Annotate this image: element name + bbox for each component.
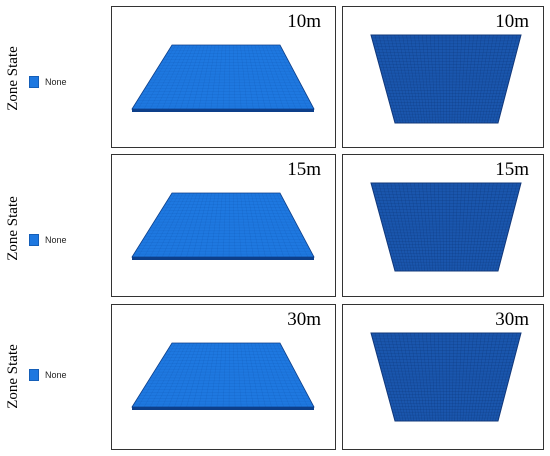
- mesh-grid: [133, 192, 313, 258]
- mesh-grid: [133, 342, 313, 408]
- slab-surface: [370, 34, 522, 124]
- legend-swatch: [29, 76, 39, 88]
- mesh-slab-row3-left: [131, 342, 315, 410]
- mesh-slab-row1-right: [370, 34, 522, 124]
- row-1-legend: None: [29, 76, 67, 88]
- depth-label-row1-right: 10m: [495, 11, 529, 32]
- zone-state-label: Zone State: [4, 343, 21, 409]
- legend-label: None: [45, 370, 67, 380]
- mesh-slab-row2-left: [131, 192, 315, 260]
- slab-surface: [370, 332, 522, 422]
- mesh-grid: [371, 182, 521, 272]
- row-1-ylabel: Zone State: [0, 6, 26, 150]
- legend-label: None: [45, 77, 67, 87]
- mesh-slab-row2-right: [370, 182, 522, 272]
- legend-swatch: [29, 234, 39, 246]
- zone-state-label: Zone State: [4, 195, 21, 261]
- zone-state-label: Zone State: [4, 45, 21, 111]
- depth-label-row3-right: 30m: [495, 309, 529, 330]
- panel-row1-right: 10m: [342, 6, 544, 148]
- legend-swatch: [29, 369, 39, 381]
- slab-edge: [132, 109, 314, 112]
- depth-label-row1-left: 10m: [287, 11, 321, 32]
- row-3-legend: None: [29, 369, 67, 381]
- slab-edge: [132, 257, 314, 260]
- panel-row1-left: 10m: [111, 6, 336, 148]
- panel-row3-left: 30m: [111, 304, 336, 450]
- panel-row2-left: 15m: [111, 154, 336, 297]
- mesh-grid: [371, 332, 521, 422]
- panel-row3-right: 30m: [342, 304, 544, 450]
- mesh-slab-row1-left: [131, 44, 315, 112]
- slab-surface: [370, 182, 522, 272]
- slab-edge: [132, 407, 314, 410]
- panel-row2-right: 15m: [342, 154, 544, 297]
- depth-label-row2-right: 15m: [495, 159, 529, 180]
- mesh-grid: [133, 44, 313, 110]
- legend-label: None: [45, 235, 67, 245]
- mesh-slab-row3-right: [370, 332, 522, 422]
- row-2-ylabel: Zone State: [0, 156, 26, 300]
- depth-label-row3-left: 30m: [287, 309, 321, 330]
- row-3-ylabel: Zone State: [0, 304, 26, 448]
- mesh-grid: [371, 34, 521, 124]
- depth-label-row2-left: 15m: [287, 159, 321, 180]
- row-2-legend: None: [29, 234, 67, 246]
